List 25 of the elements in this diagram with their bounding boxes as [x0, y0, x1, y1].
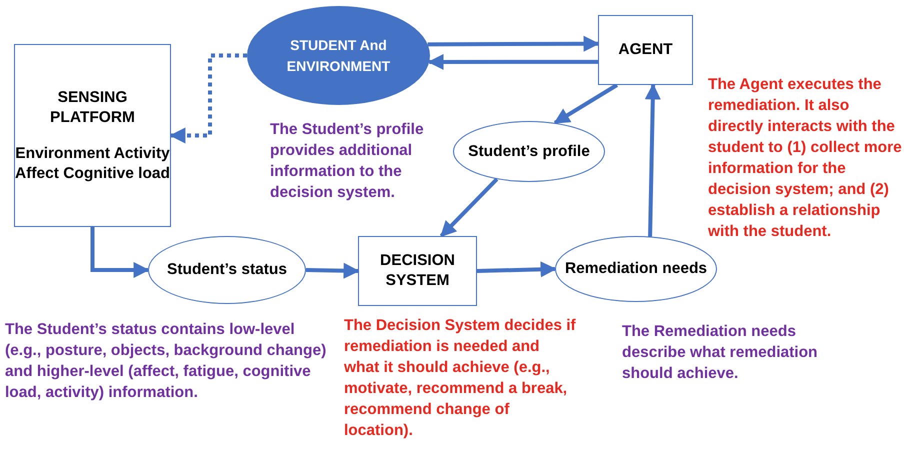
node-body: Environment Activity Affect Cognitive load	[15, 144, 170, 184]
arrow	[169, 54, 247, 144]
node-title: AGENT	[618, 40, 673, 60]
node-title: SENSING PLATFORM	[49, 88, 136, 128]
arrow	[428, 36, 600, 52]
process-box	[14, 44, 171, 227]
node-title: STUDENT And ENVIRONMENT	[286, 36, 392, 76]
annotation-text: The Student’s status contains low-level (e.g., posture, objects, background change) and higher-level (affect, fatigue, cognitive load, activity) information.	[5, 320, 328, 403]
annotation-text: The Agent executes the remediation. It also directly interacts with the student to (1) collect more information for the decision system; and (2) establish a relationship with the student.	[708, 75, 903, 242]
node-title: Remediation needs	[564, 259, 708, 279]
arrow	[554, 83, 618, 125]
node-title: DECISION SYSTEM	[379, 251, 456, 291]
process-box	[598, 15, 693, 85]
node-title: Student’s profile	[468, 142, 590, 162]
annotation-text: The Decision System decides if remediation is needed and what it should achieve (e.g., motivate, recommend a break, recommend change of location).	[344, 316, 576, 441]
arrow	[440, 178, 498, 238]
node-title: Student’s status	[167, 260, 287, 280]
arrow	[90, 227, 150, 278]
arrow	[644, 83, 661, 237]
annotation-text: The Student’s profile provides additional information to the decision system.	[270, 120, 425, 203]
arrow	[428, 54, 598, 70]
process-box	[358, 236, 477, 306]
arrow	[306, 262, 360, 279]
annotation-text: The Remediation needs describe what remediation should achieve.	[622, 322, 819, 384]
arrow	[476, 261, 557, 278]
